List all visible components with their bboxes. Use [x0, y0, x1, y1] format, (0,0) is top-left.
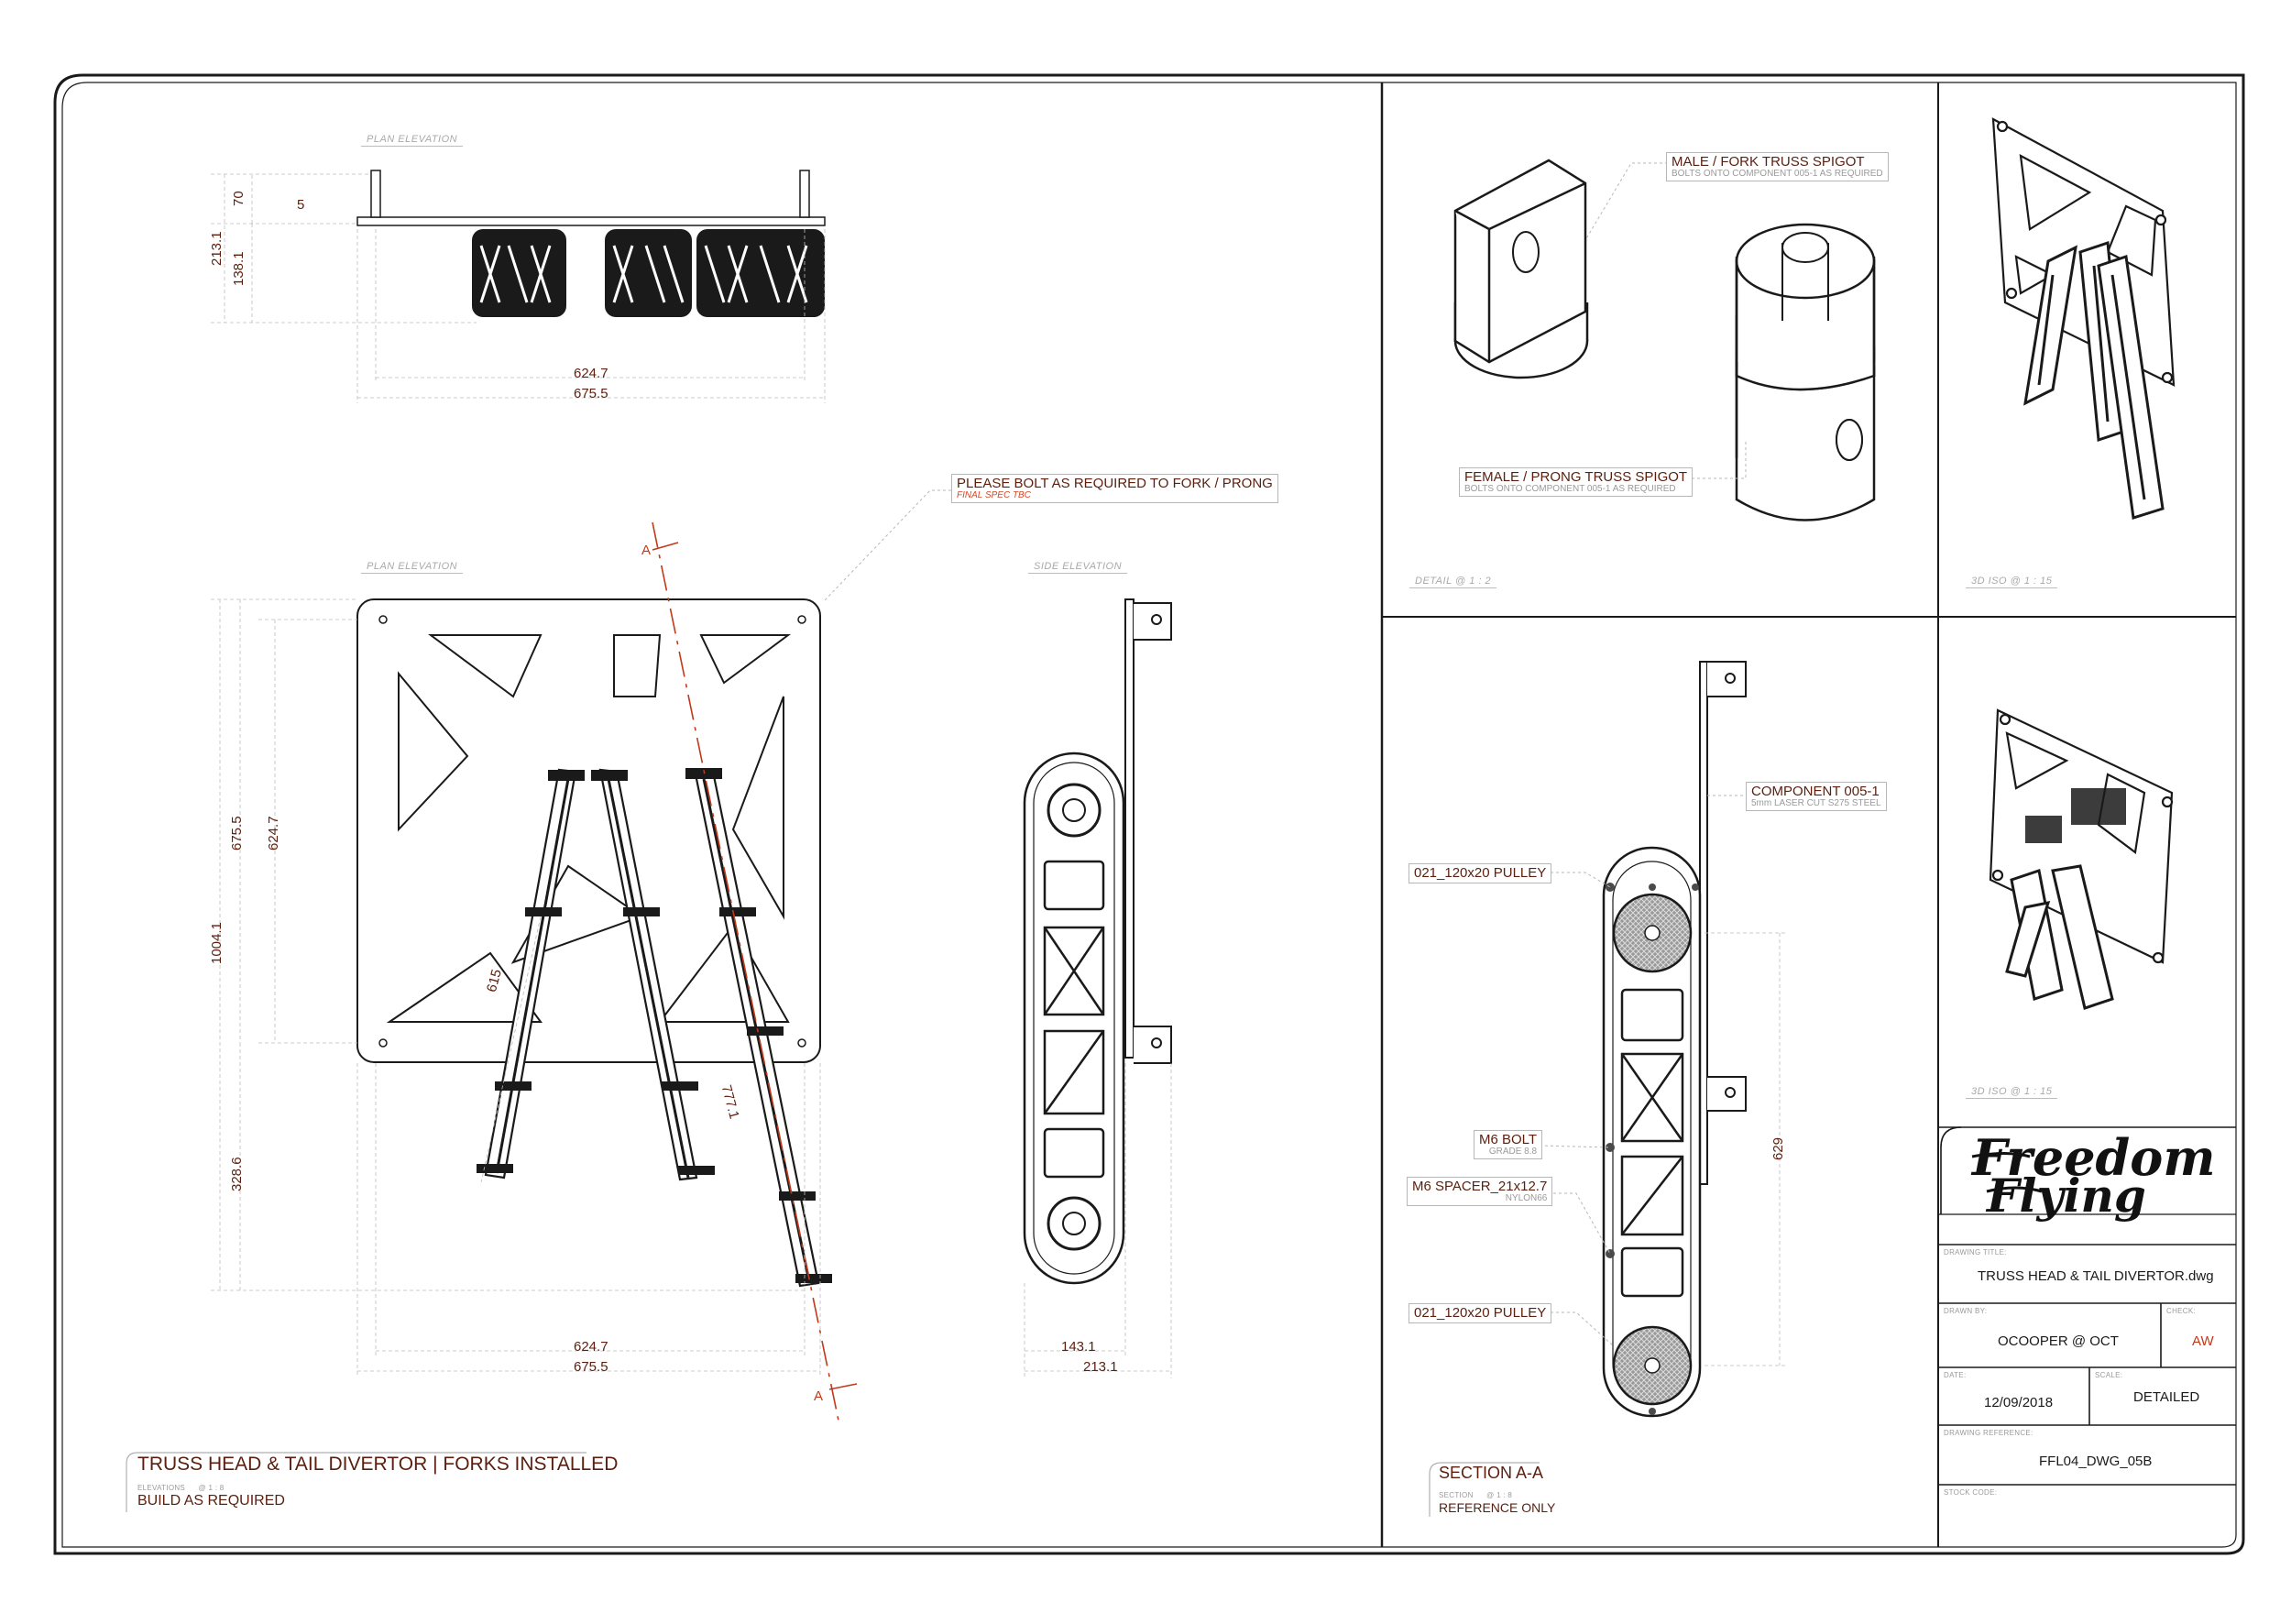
callout-male-spigot-sub: BOLTS ONTO COMPONENT 005-1 AS REQUIRED — [1672, 168, 1883, 179]
tb-ref-caption: DRAWING REFERENCE: — [1944, 1429, 2033, 1437]
view-label-plan-top: PLAN ELEVATION — [361, 134, 464, 147]
section-view-sub: REFERENCE ONLY — [1439, 1500, 1556, 1515]
dim-front-bottom-624-7: 624.7 — [574, 1339, 608, 1355]
callout-component-sub: 5mm LASER CUT S275 STEEL — [1751, 797, 1881, 808]
dim-front-1004-1: 1004.1 — [209, 922, 225, 964]
tb-scale: DETAILED — [2133, 1389, 2200, 1405]
dim-side-213-1: 213.1 — [1083, 1359, 1118, 1375]
callout-male-spigot-title: MALE / FORK TRUSS SPIGOT — [1672, 154, 1865, 170]
logo-mark — [1971, 1152, 2043, 1193]
tb-title-caption: DRAWING TITLE: — [1944, 1248, 2007, 1256]
callout-m6-spacer-title: M6 SPACER_21x12.7 — [1412, 1179, 1548, 1194]
iso-view-top — [1991, 117, 2176, 520]
view-label-iso-top: 3D ISO @ 1 : 15 — [1966, 576, 2058, 588]
dim-top-5: 5 — [297, 197, 305, 213]
callout-pulley-top-title: 021_120x20 PULLEY — [1414, 865, 1547, 881]
main-view-title-block: TRUSS HEAD & TAIL DIVERTOR | FORKS INSTA… — [137, 1454, 618, 1509]
view-label-plan-front: PLAN ELEVATION — [361, 561, 464, 574]
section-mark-bottom: A — [814, 1388, 824, 1404]
dim-top-213-1: 213.1 — [209, 231, 225, 266]
tb-stock-caption: STOCK CODE: — [1944, 1488, 1998, 1497]
tb-ref: FFL04_DWG_05B — [2039, 1454, 2153, 1469]
sheet-border — [53, 73, 2245, 1555]
iso-view-bottom — [1989, 708, 2174, 1010]
dim-top-138-1: 138.1 — [231, 251, 247, 286]
tb-drawn-caption: DRAWN BY: — [1944, 1307, 1988, 1315]
plan-elevation-top — [211, 170, 826, 403]
callout-m6-spacer: M6 SPACER_21x12.7 NYLON66 — [1407, 1177, 1553, 1207]
title-block — [1938, 1126, 2236, 1486]
section-mark-top: A — [641, 543, 652, 558]
main-view-cap-scale: @ 1 : 8 — [198, 1484, 225, 1492]
callout-pulley-bottom: 021_120x20 PULLEY — [1409, 1303, 1552, 1323]
dim-front-675-5: 675.5 — [229, 816, 245, 850]
dim-front-328-6: 328.6 — [229, 1157, 245, 1191]
main-view-sub: BUILD AS REQUIRED — [137, 1493, 285, 1509]
dim-front-624-7: 624.7 — [266, 816, 281, 850]
callout-pulley-bottom-title: 021_120x20 PULLEY — [1414, 1305, 1547, 1321]
main-view-cap-elevations: ELEVATIONS — [137, 1484, 186, 1492]
callout-bolt-note: PLEASE BOLT AS REQUIRED TO FORK / PRONG … — [951, 474, 1278, 504]
dim-top-624-7: 624.7 — [574, 366, 608, 381]
view-label-iso-bottom: 3D ISO @ 1 : 15 — [1966, 1086, 2058, 1099]
callout-m6-bolt: M6 BOLT GRADE 8.8 — [1474, 1130, 1543, 1160]
logo-flying: Flying — [1987, 1169, 2146, 1223]
callout-bolt-note-title: PLEASE BOLT AS REQUIRED TO FORK / PRONG — [957, 476, 1273, 491]
callout-female-spigot-title: FEMALE / PRONG TRUSS SPIGOT — [1464, 469, 1688, 485]
plan-elevation-front — [211, 489, 951, 1421]
tb-drawn-by: OCOOPER @ OCT — [1998, 1333, 2119, 1349]
callout-female-spigot-sub: BOLTS ONTO COMPONENT 005-1 AS REQUIRED — [1464, 483, 1676, 494]
tb-check: AW — [2192, 1333, 2214, 1349]
section-view-cap: SECTION — [1439, 1491, 1474, 1499]
section-a-a — [1526, 661, 1787, 1418]
side-elevation — [1023, 598, 1172, 1378]
view-label-detail: DETAIL @ 1 : 2 — [1409, 576, 1497, 588]
tb-scale-caption: SCALE: — [2095, 1371, 2123, 1379]
callout-m6-bolt-sub: GRADE 8.8 — [1488, 1146, 1538, 1157]
callout-m6-spacer-sub: NYLON66 — [1505, 1192, 1548, 1203]
tb-title: TRUSS HEAD & TAIL DIVERTOR.dwg — [1978, 1268, 2214, 1284]
dim-side-143-1: 143.1 — [1061, 1339, 1096, 1355]
dim-top-675-5: 675.5 — [574, 386, 608, 401]
section-view-cap-scale: @ 1 : 8 — [1486, 1491, 1513, 1499]
callout-female-spigot: FEMALE / PRONG TRUSS SPIGOT BOLTS ONTO C… — [1459, 467, 1694, 498]
callout-component-title: COMPONENT 005-1 — [1751, 784, 1880, 799]
logo-freedom: Freedom — [1972, 1128, 2216, 1187]
tb-check-caption: CHECK: — [2166, 1307, 2197, 1315]
dim-section-629: 629 — [1770, 1136, 1786, 1160]
title-frames — [126, 1452, 1540, 1517]
tb-date-caption: DATE: — [1944, 1371, 1967, 1379]
view-label-side: SIDE ELEVATION — [1028, 561, 1128, 574]
callout-pulley-top: 021_120x20 PULLEY — [1409, 863, 1552, 883]
spigot-details — [1453, 159, 1876, 521]
tb-date: 12/09/2018 — [1984, 1395, 2054, 1410]
section-view-title: SECTION A-A — [1439, 1464, 1544, 1482]
callout-male-spigot: MALE / FORK TRUSS SPIGOT BOLTS ONTO COMP… — [1666, 152, 1889, 182]
callout-bolt-note-sub: FINAL SPEC TBC — [957, 489, 1031, 500]
callout-component: COMPONENT 005-1 5mm LASER CUT S275 STEEL — [1746, 782, 1887, 812]
section-view-title-block: SECTION A-A SECTION @ 1 : 8 REFERENCE ON… — [1439, 1464, 1555, 1515]
callout-m6-bolt-title: M6 BOLT — [1479, 1132, 1538, 1147]
dim-front-bottom-675-5: 675.5 — [574, 1359, 608, 1375]
dim-top-70: 70 — [231, 191, 247, 206]
main-view-title: TRUSS HEAD & TAIL DIVERTOR | FORKS INSTA… — [137, 1454, 619, 1475]
